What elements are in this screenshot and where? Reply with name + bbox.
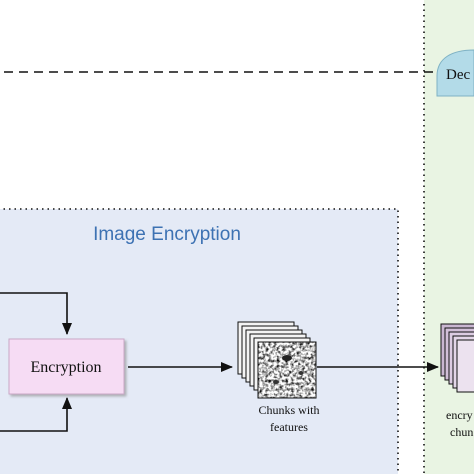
encrypted-chunk-stack-icon bbox=[440, 323, 474, 393]
encrypted-chunks-label-line1: encry bbox=[446, 408, 473, 422]
image-encryption-title: Image Encryption bbox=[93, 224, 241, 245]
bottom-feedback-arrow bbox=[0, 397, 72, 432]
encryption-box-label: Encryption bbox=[30, 359, 101, 376]
chunks-label-line2: features bbox=[270, 420, 308, 434]
chunk-stack-icon bbox=[237, 321, 317, 399]
top-feedback-arrow bbox=[0, 292, 72, 335]
encryption-box bbox=[8, 338, 125, 395]
chunks-label-line1: Chunks with bbox=[258, 403, 319, 417]
encrypted-chunks-label-line2: chun bbox=[450, 425, 473, 439]
decryption-label: Dec bbox=[446, 67, 470, 83]
